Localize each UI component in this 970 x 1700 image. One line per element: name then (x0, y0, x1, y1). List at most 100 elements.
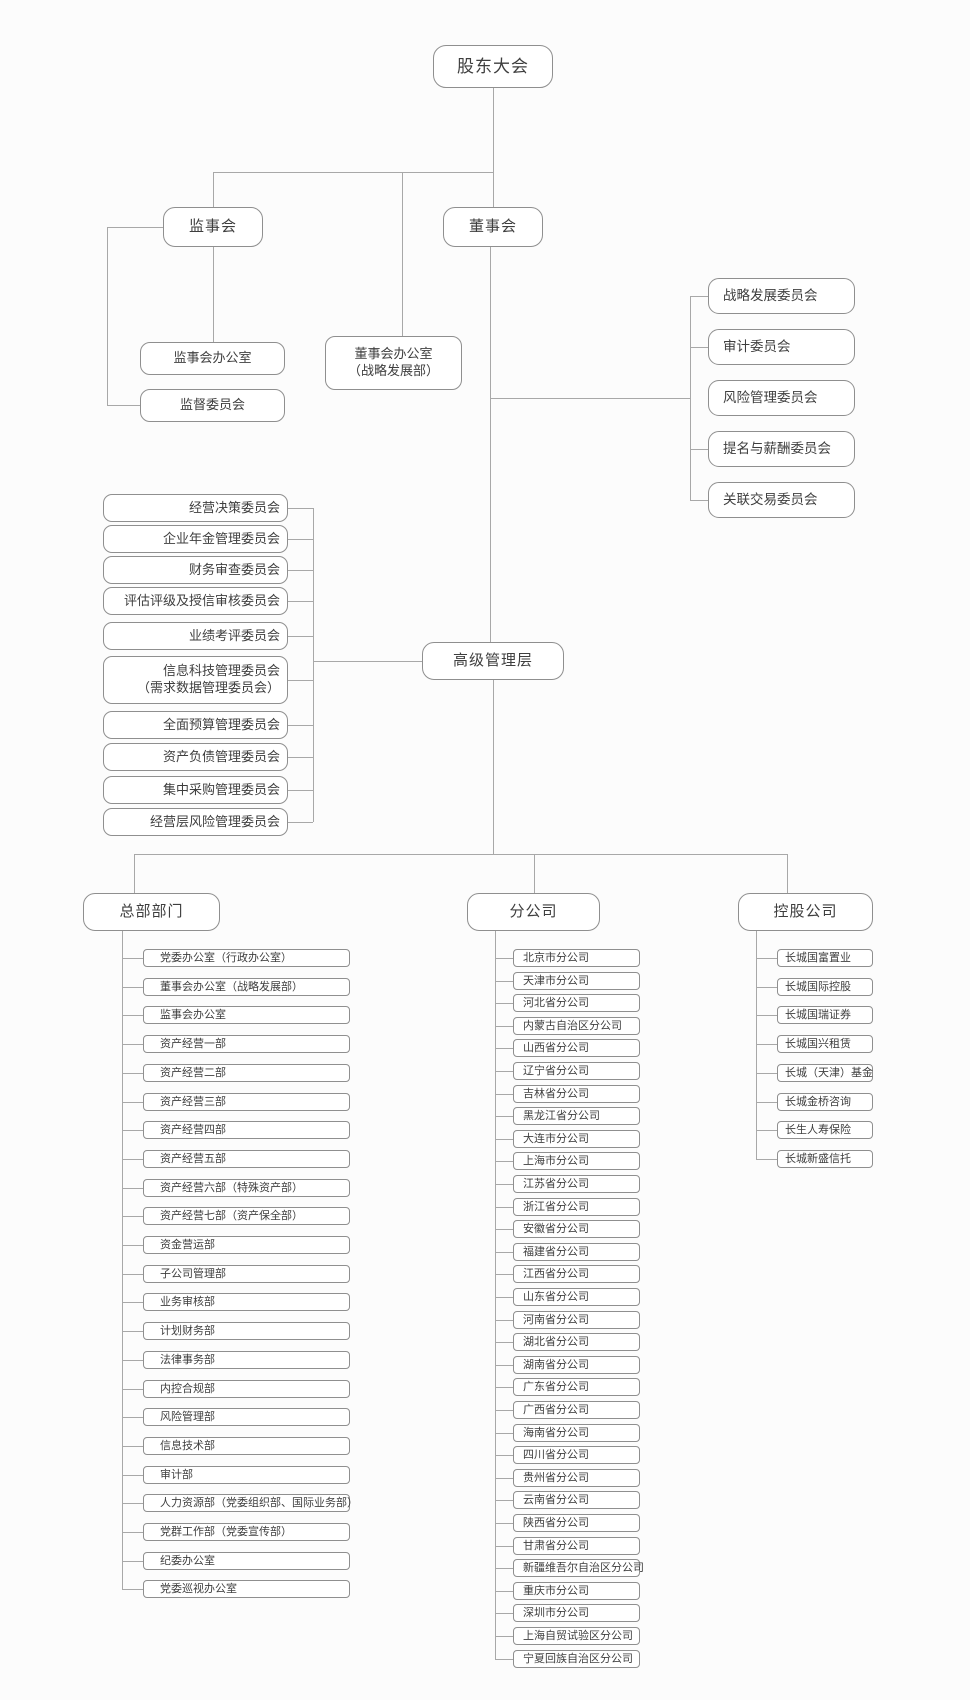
org-node-holding-company-label: 长城（天津）基金 (785, 1066, 873, 1079)
org-node-hq-department-label: 信息技术部 (160, 1439, 215, 1452)
org-node-branch-company: 吉林省分公司 (513, 1085, 640, 1103)
connector-line (495, 1455, 513, 1456)
connector-line (122, 1102, 143, 1103)
connector-line (490, 247, 491, 642)
org-node-hq-department: 资产经营七部（资产保全部） (143, 1207, 350, 1225)
connector-line (495, 1116, 513, 1117)
org-node-branch-company-label: 河南省分公司 (523, 1313, 589, 1326)
org-node-management-committee-label: 资产负债管理委员会 (162, 748, 280, 764)
org-node-branch-company-label: 深圳市分公司 (523, 1606, 589, 1619)
org-node-label: 监事会办公室 (173, 350, 252, 366)
org-node-hq-department: 党群工作部（党委宣传部） (143, 1523, 350, 1541)
org-node-holding-company: 长城国富置业 (777, 949, 873, 967)
org-node-branch-company-label: 广西省分公司 (523, 1403, 589, 1416)
connector-line (495, 1342, 513, 1343)
org-node-management-committee: 企业年金管理委员会 (103, 525, 288, 553)
org-node-hq-department: 审计部 (143, 1466, 350, 1484)
org-node-branch-company: 福建省分公司 (513, 1243, 640, 1261)
org-node-branch-company-label: 内蒙古自治区分公司 (523, 1019, 622, 1032)
org-node-hq-department: 资产经营六部（特殊资产部） (143, 1179, 350, 1197)
connector-line (107, 227, 108, 405)
org-node-branch-company-label: 山西省分公司 (523, 1041, 589, 1054)
org-node-branch-company-label: 陕西省分公司 (523, 1516, 589, 1529)
connector-line (495, 1636, 513, 1637)
connector-line (213, 172, 494, 173)
connector-line (495, 1568, 513, 1569)
connector-line (122, 1417, 143, 1418)
connector-line (756, 1130, 777, 1131)
org-node-headquarters-departments: 总部部门 (83, 893, 220, 931)
org-node-management-committee-label: 企业年金管理委员会 (162, 530, 280, 546)
org-node-hq-department: 业务审核部 (143, 1293, 350, 1311)
org-node-hq-department: 董事会办公室（战略发展部） (143, 978, 350, 996)
connector-line (122, 1188, 143, 1189)
connector-line (134, 854, 135, 893)
org-node-label: 监督委员会 (179, 397, 245, 413)
connector-line (122, 1044, 143, 1045)
connector-line (495, 958, 513, 959)
org-node-hq-department-label: 资金营运部 (160, 1238, 215, 1251)
org-node-holding-company-label: 长城国际控股 (785, 980, 851, 993)
connector-line (495, 1139, 513, 1140)
org-node-supervisory-office: 监事会办公室 (140, 342, 285, 375)
org-node-branch-company: 辽宁省分公司 (513, 1062, 640, 1080)
connector-line (493, 680, 494, 854)
org-node-holding-companies: 控股公司 (738, 893, 873, 931)
org-node-hq-department-label: 资产经营二部 (160, 1066, 226, 1079)
org-node-branch-company: 江苏省分公司 (513, 1175, 640, 1193)
org-node-management-committee-label: 全面预算管理委员会 (162, 716, 280, 732)
connector-line (495, 1026, 513, 1027)
connector-line (787, 854, 788, 893)
connector-line (690, 500, 708, 501)
org-node-management-committee-label: 信息科技管理委员会 (162, 663, 280, 679)
connector-line (288, 680, 313, 681)
connector-line (495, 1659, 513, 1660)
connector-line (313, 661, 422, 662)
connector-line (122, 1331, 143, 1332)
org-node-hq-department-label: 内控合规部 (160, 1382, 215, 1395)
connector-line (495, 1048, 513, 1049)
org-node-branch-company: 山东省分公司 (513, 1288, 640, 1306)
connector-line (495, 1003, 513, 1004)
connector-line (495, 1365, 513, 1366)
org-node-hq-department-label: 子公司管理部 (160, 1267, 226, 1280)
connector-line (534, 854, 535, 893)
org-node-holding-company: 长城国际控股 (777, 978, 873, 996)
connector-line (690, 296, 708, 297)
connector-line (495, 1613, 513, 1614)
org-node-branch-company: 海南省分公司 (513, 1424, 640, 1442)
org-node-board-committee-label: 风险管理委员会 (723, 390, 818, 406)
connector-line (122, 1274, 143, 1275)
connector-line (122, 1216, 143, 1217)
org-node-hq-department-label: 党委办公室（行政办公室） (160, 951, 292, 964)
org-node-branch-company: 广东省分公司 (513, 1378, 640, 1396)
connector-line (495, 1071, 513, 1072)
org-node-branch-company: 安徽省分公司 (513, 1220, 640, 1238)
org-node-management-committee: 经营层风险管理委员会 (103, 808, 288, 836)
connector-line (122, 931, 123, 1589)
org-node-branch-company: 湖南省分公司 (513, 1356, 640, 1374)
org-node-branch-company-label: 江苏省分公司 (523, 1177, 589, 1190)
org-node-branch-company-label: 江西省分公司 (523, 1267, 589, 1280)
org-node-branch-company: 深圳市分公司 (513, 1604, 640, 1622)
org-node-branch-company: 大连市分公司 (513, 1130, 640, 1148)
org-node-branch-company-label: 海南省分公司 (523, 1426, 589, 1439)
org-node-supervisory-board: 监事会 (163, 207, 263, 247)
connector-line (495, 1184, 513, 1185)
connector-line (495, 1523, 513, 1524)
connector-line (756, 987, 777, 988)
org-node-branch-company: 上海自贸试验区分公司 (513, 1627, 640, 1645)
org-node-management-committee: 财务审查委员会 (103, 556, 288, 584)
org-node-holding-company-label: 长生人寿保险 (785, 1123, 851, 1136)
org-node-management-committee-label: 经营决策委员会 (188, 499, 280, 515)
connector-line (107, 227, 163, 228)
org-node-hq-department-label: 审计部 (160, 1468, 193, 1481)
org-node-branch-company: 广西省分公司 (513, 1401, 640, 1419)
org-node-branch-company: 宁夏回族自治区分公司 (513, 1650, 640, 1668)
connector-line (122, 1503, 143, 1504)
org-node-holding-company: 长生人寿保险 (777, 1121, 873, 1139)
org-node-branch-company-label: 甘肃省分公司 (523, 1539, 589, 1552)
org-node-branch-company-label: 贵州省分公司 (523, 1471, 589, 1484)
connector-line (690, 296, 691, 500)
connector-line (288, 570, 313, 571)
